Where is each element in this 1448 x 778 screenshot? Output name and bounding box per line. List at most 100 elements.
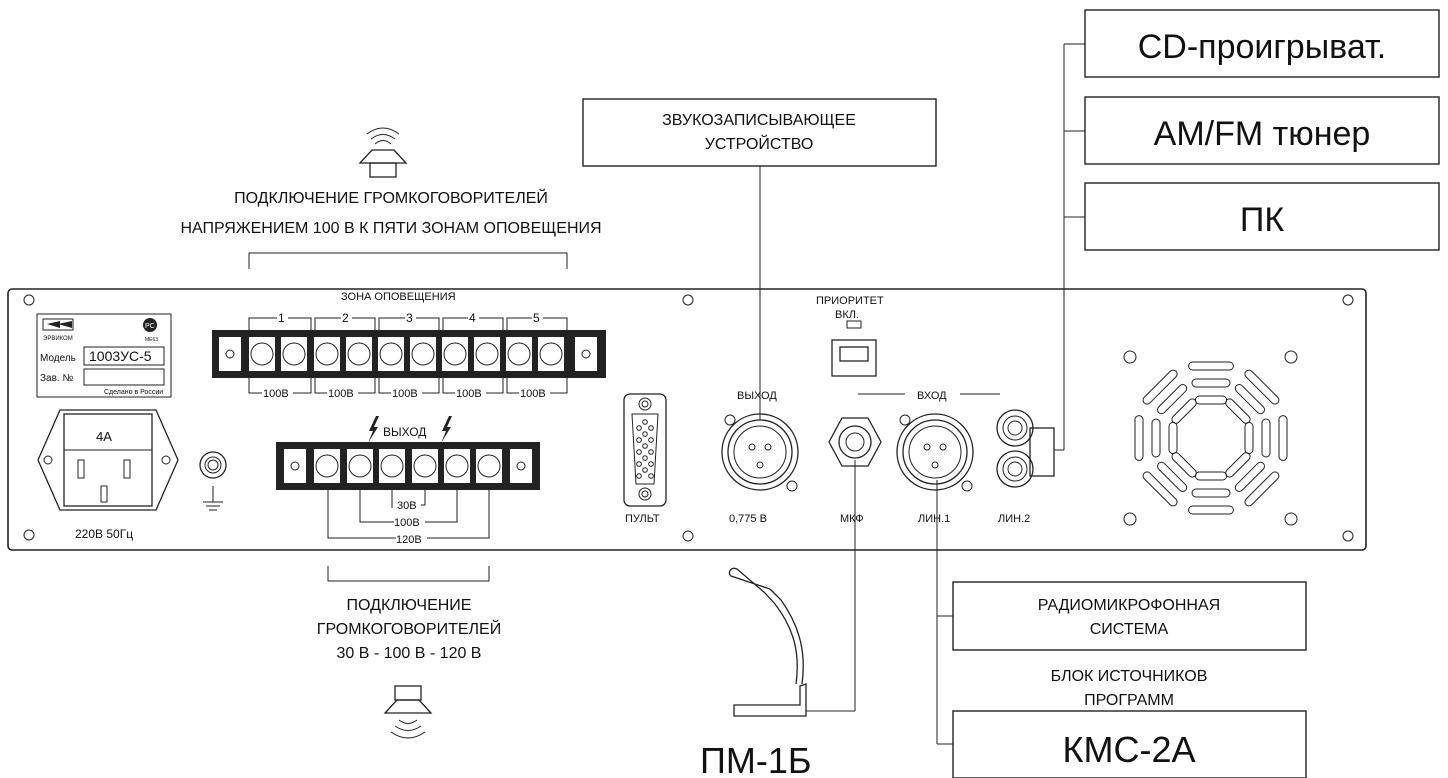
- terminal-cell: [444, 449, 470, 483]
- terminal-cell: [346, 337, 372, 371]
- terminal-cell: [249, 337, 275, 371]
- terminal-cell: [410, 337, 436, 371]
- radiomic-label-2: СИСТЕМА: [1090, 621, 1169, 638]
- connector-pin: [636, 437, 642, 443]
- speakers-bracket: [327, 566, 490, 582]
- priority-label-1: ПРИОРИТЕТ: [816, 295, 884, 307]
- speakers-caption-3: 30 В - 100 В - 120 В: [337, 645, 482, 662]
- terminal-screw: [348, 454, 372, 478]
- speaker-icon: [358, 127, 408, 178]
- zone-title: ЗОНА ОПОВЕЩЕНИЯ: [341, 291, 456, 303]
- line2-label: ЛИН.2: [998, 513, 1030, 525]
- zone-number-5: 5: [533, 311, 540, 325]
- mic-input-label: МКФ: [840, 513, 864, 525]
- connector-pin: [642, 455, 648, 461]
- line1-xlr-connector: [896, 413, 974, 492]
- zone-brackets: [248, 317, 568, 394]
- line1-label: ЛИН.1: [918, 513, 950, 525]
- console-label: ПУЛЬТ: [625, 513, 660, 525]
- zone-voltage-4: 100В: [456, 388, 482, 400]
- tuner-box: [1084, 96, 1440, 165]
- made-in: Сделано в России: [104, 389, 163, 396]
- fan-slot: [1151, 418, 1161, 458]
- priority-label-2: ВКЛ.: [835, 309, 859, 321]
- speakers-caption-2: ГРОМКОГОВОРИТЕЛЕЙ: [317, 619, 501, 638]
- zones-bracket: [248, 252, 568, 269]
- output-level-label: 0,775 В: [729, 513, 767, 525]
- fan-slot: [1234, 384, 1265, 415]
- fan-slot: [1157, 461, 1188, 492]
- zone-voltage-1: 100В: [263, 388, 289, 400]
- terminal-screw: [315, 454, 339, 478]
- zones-caption-2: НАПРЯЖЕНИЕМ 100 В К ПЯТИ ЗОНАМ ОПОВЕЩЕНИ…: [180, 220, 601, 237]
- fan-slot: [1225, 398, 1251, 424]
- connector-pins: [636, 419, 654, 479]
- lightning-icon: [441, 416, 452, 443]
- kms-label: КМС-2А: [1063, 729, 1196, 770]
- recorder-label-1: ЗВУКОЗАПИСЫВАЮЩЕЕ: [662, 112, 856, 129]
- tap-100: 100В: [394, 517, 420, 529]
- tap-30: 30В: [397, 500, 417, 512]
- svg-text:РС: РС: [145, 323, 155, 330]
- line1-wiring: [936, 480, 953, 745]
- power-label: 220В 50Гц: [75, 527, 133, 541]
- terminal-cell: [442, 337, 468, 371]
- serial-label: Зав. №: [40, 373, 73, 384]
- zone-number-4: 4: [469, 311, 476, 325]
- zone-number-1: 1: [278, 311, 285, 325]
- connector-pin: [642, 431, 648, 437]
- terminal-cell: [474, 337, 500, 371]
- mic-model-label: ПМ-1Б: [700, 740, 812, 778]
- console-connector: [623, 393, 667, 507]
- terminal-cell: [506, 337, 532, 371]
- nameplate: ЭРВИКОМ РС МЕ63 Модель 1003УС-5 Зав. № С…: [36, 313, 172, 398]
- terminal-cell: [347, 449, 373, 483]
- zone-voltage-5: 100В: [520, 388, 546, 400]
- fuse-label: 4A: [96, 429, 112, 444]
- fan-slot: [1142, 369, 1178, 405]
- connector-pin: [642, 419, 648, 425]
- connector-pin: [648, 449, 654, 455]
- terminal-screw: [539, 342, 563, 366]
- terminal-screw: [282, 342, 306, 366]
- connector-pin: [636, 461, 642, 467]
- terminal-screw: [380, 454, 404, 478]
- terminal-screw: [475, 342, 499, 366]
- block-caption-2: ПРОГРАММ: [1084, 692, 1174, 709]
- model-label: Модель: [40, 353, 76, 364]
- fan-slot: [1278, 415, 1288, 461]
- certification-mark: РС: [143, 318, 157, 332]
- speakers-caption-1: ПОДКЛЮЧЕНИЕ: [347, 597, 472, 614]
- output-title: ВЫХОД: [383, 425, 426, 439]
- mic-jack: [828, 417, 882, 467]
- fan-slot: [1188, 505, 1234, 515]
- connector-pin: [636, 425, 642, 431]
- terminal-screw: [445, 454, 469, 478]
- lightning-icon: [368, 416, 379, 443]
- fan-slot: [1234, 461, 1265, 492]
- zone-number-3: 3: [406, 311, 413, 325]
- input-label: ВХОД: [917, 390, 947, 402]
- source-bus: [1054, 43, 1085, 451]
- connector-pin: [648, 437, 654, 443]
- speaker-icon: [383, 685, 433, 739]
- output-terminal-block: [276, 442, 540, 490]
- terminal-cell: [412, 449, 438, 483]
- terminal-screw: [507, 342, 531, 366]
- microphone-icon: [728, 567, 807, 717]
- terminal-screw: [477, 454, 501, 478]
- fan-slot: [1134, 415, 1144, 461]
- connector-pin: [648, 425, 654, 431]
- fan-slot: [1261, 418, 1271, 458]
- brand-logo: [42, 318, 74, 331]
- tap-120: 120В: [396, 534, 422, 546]
- zones-caption-1: ПОДКЛЮЧЕНИЕ ГРОМКОГОВОРИТЕЛЕЙ: [234, 188, 548, 207]
- zone-voltage-2: 100В: [328, 388, 354, 400]
- connector-pin: [636, 473, 642, 479]
- terminal-screw: [347, 342, 371, 366]
- terminal-screw: [250, 342, 274, 366]
- priority-switch[interactable]: [831, 320, 877, 377]
- connector-pin: [648, 473, 654, 479]
- connector-pin: [642, 467, 648, 473]
- terminal-cell: [476, 449, 502, 483]
